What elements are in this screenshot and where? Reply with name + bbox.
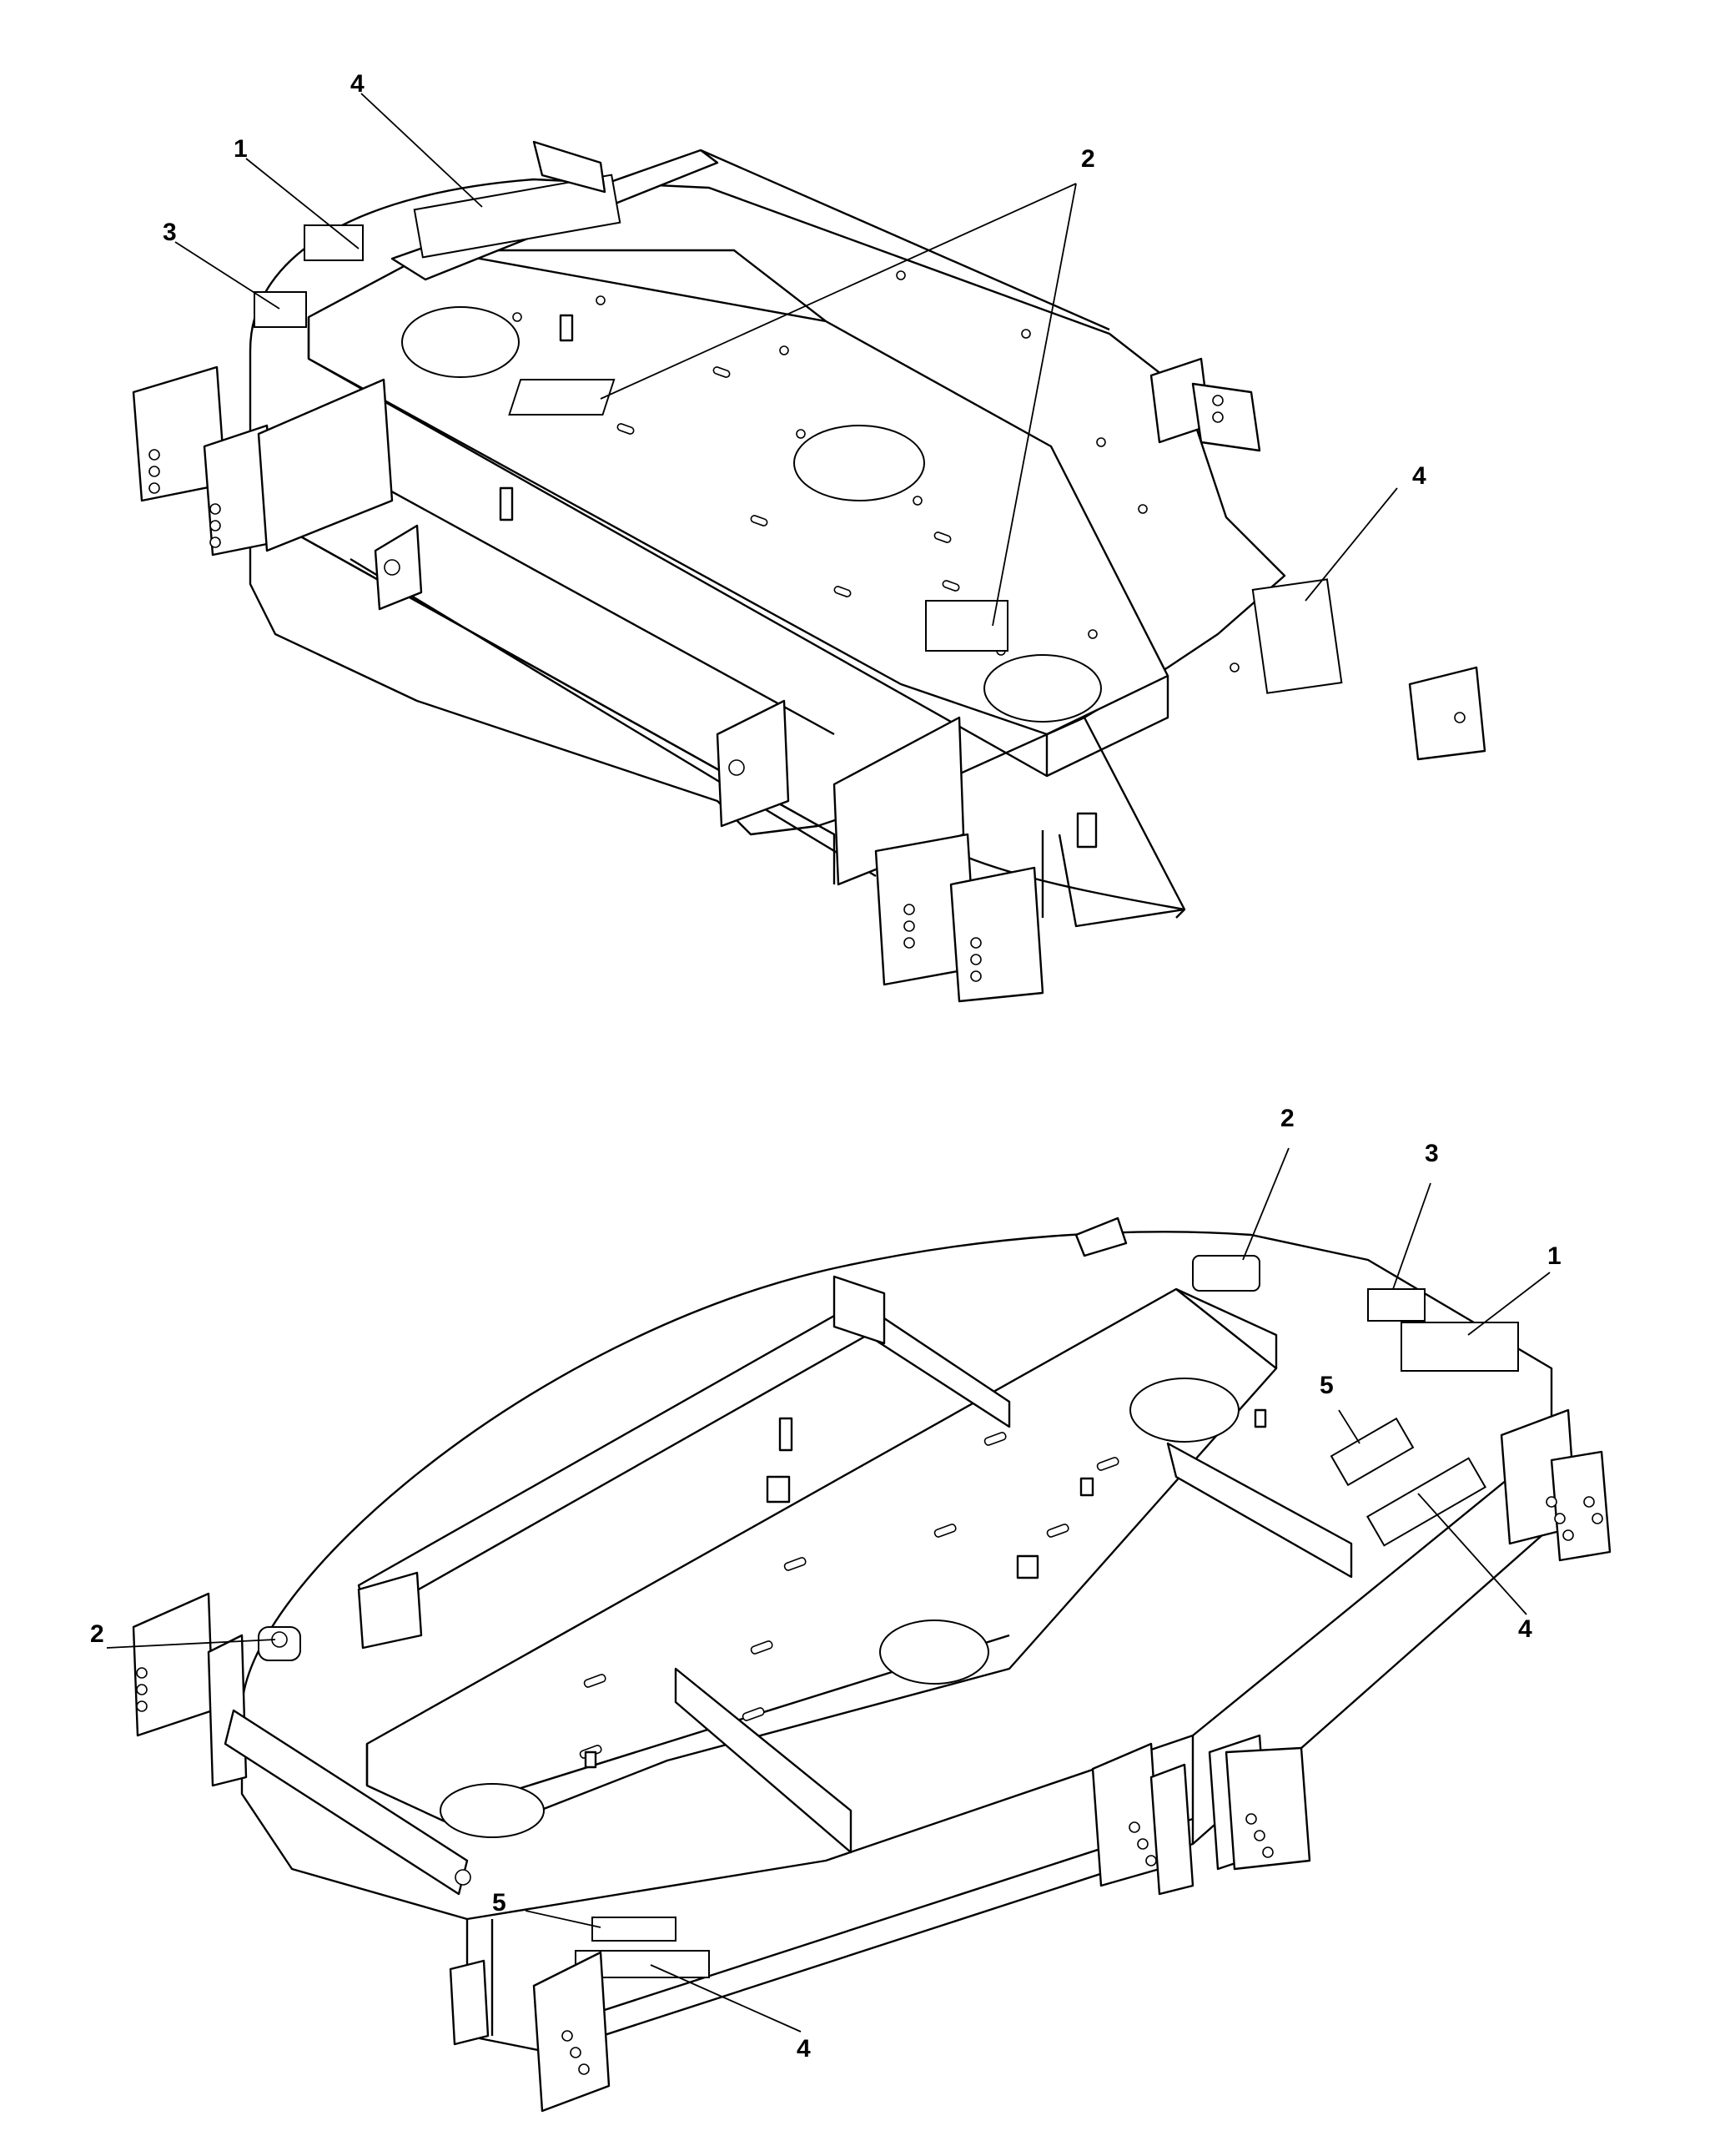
stud	[559, 314, 574, 342]
decal-5-bottom-left	[591, 1917, 676, 1942]
bottom-brackets	[132, 1217, 1612, 2113]
decal-2-bottom-right	[1192, 1255, 1260, 1292]
callout-bottom-3: 3	[1425, 1140, 1439, 1167]
spindle-hole-bottom-left	[440, 1783, 545, 1838]
callout-top-4a: 4	[350, 70, 365, 98]
stud	[766, 1475, 791, 1504]
decal-5-bottom-right	[1330, 1417, 1415, 1487]
stud	[1254, 1408, 1267, 1428]
callout-top-1: 1	[234, 135, 248, 163]
decal-4-top-left	[413, 174, 621, 259]
stud	[1016, 1554, 1039, 1579]
spindle-hole-right	[983, 654, 1102, 723]
stud	[499, 486, 514, 521]
spindle-hole-center	[793, 425, 925, 501]
bottom-deck-assembly	[106, 1147, 1612, 2113]
stud	[1076, 812, 1098, 849]
callout-top-4b: 4	[1412, 462, 1426, 490]
stud	[1079, 1477, 1094, 1497]
callout-bottom-4b: 4	[797, 2035, 811, 2063]
spindle-hole-bottom-right	[1129, 1378, 1240, 1443]
top-deck-assembly	[132, 93, 1486, 1003]
top-brackets	[132, 140, 1486, 1003]
decal-1-bottom	[1401, 1322, 1519, 1372]
callout-bottom-2a: 2	[1280, 1105, 1295, 1132]
spindle-hole-left	[401, 306, 520, 378]
stud	[584, 1750, 597, 1769]
decal-3-bottom	[1367, 1288, 1426, 1322]
decal-2-top-a	[508, 379, 616, 416]
channel-slots	[616, 366, 960, 597]
stud	[778, 1417, 793, 1452]
decal-1-top	[304, 224, 364, 261]
decal-2-top-b	[925, 600, 1008, 652]
callout-bottom-2b: 2	[90, 1620, 104, 1648]
callout-bottom-5b: 5	[492, 1889, 506, 1917]
decal-4-top-right	[1251, 578, 1343, 694]
callout-bottom-5a: 5	[1320, 1372, 1334, 1399]
callout-bottom-4a: 4	[1518, 1615, 1532, 1643]
callout-top-3: 3	[163, 219, 177, 246]
spindle-hole-bottom-center	[879, 1620, 989, 1685]
callout-top-2: 2	[1081, 145, 1095, 173]
callout-bottom-1: 1	[1547, 1242, 1562, 1270]
